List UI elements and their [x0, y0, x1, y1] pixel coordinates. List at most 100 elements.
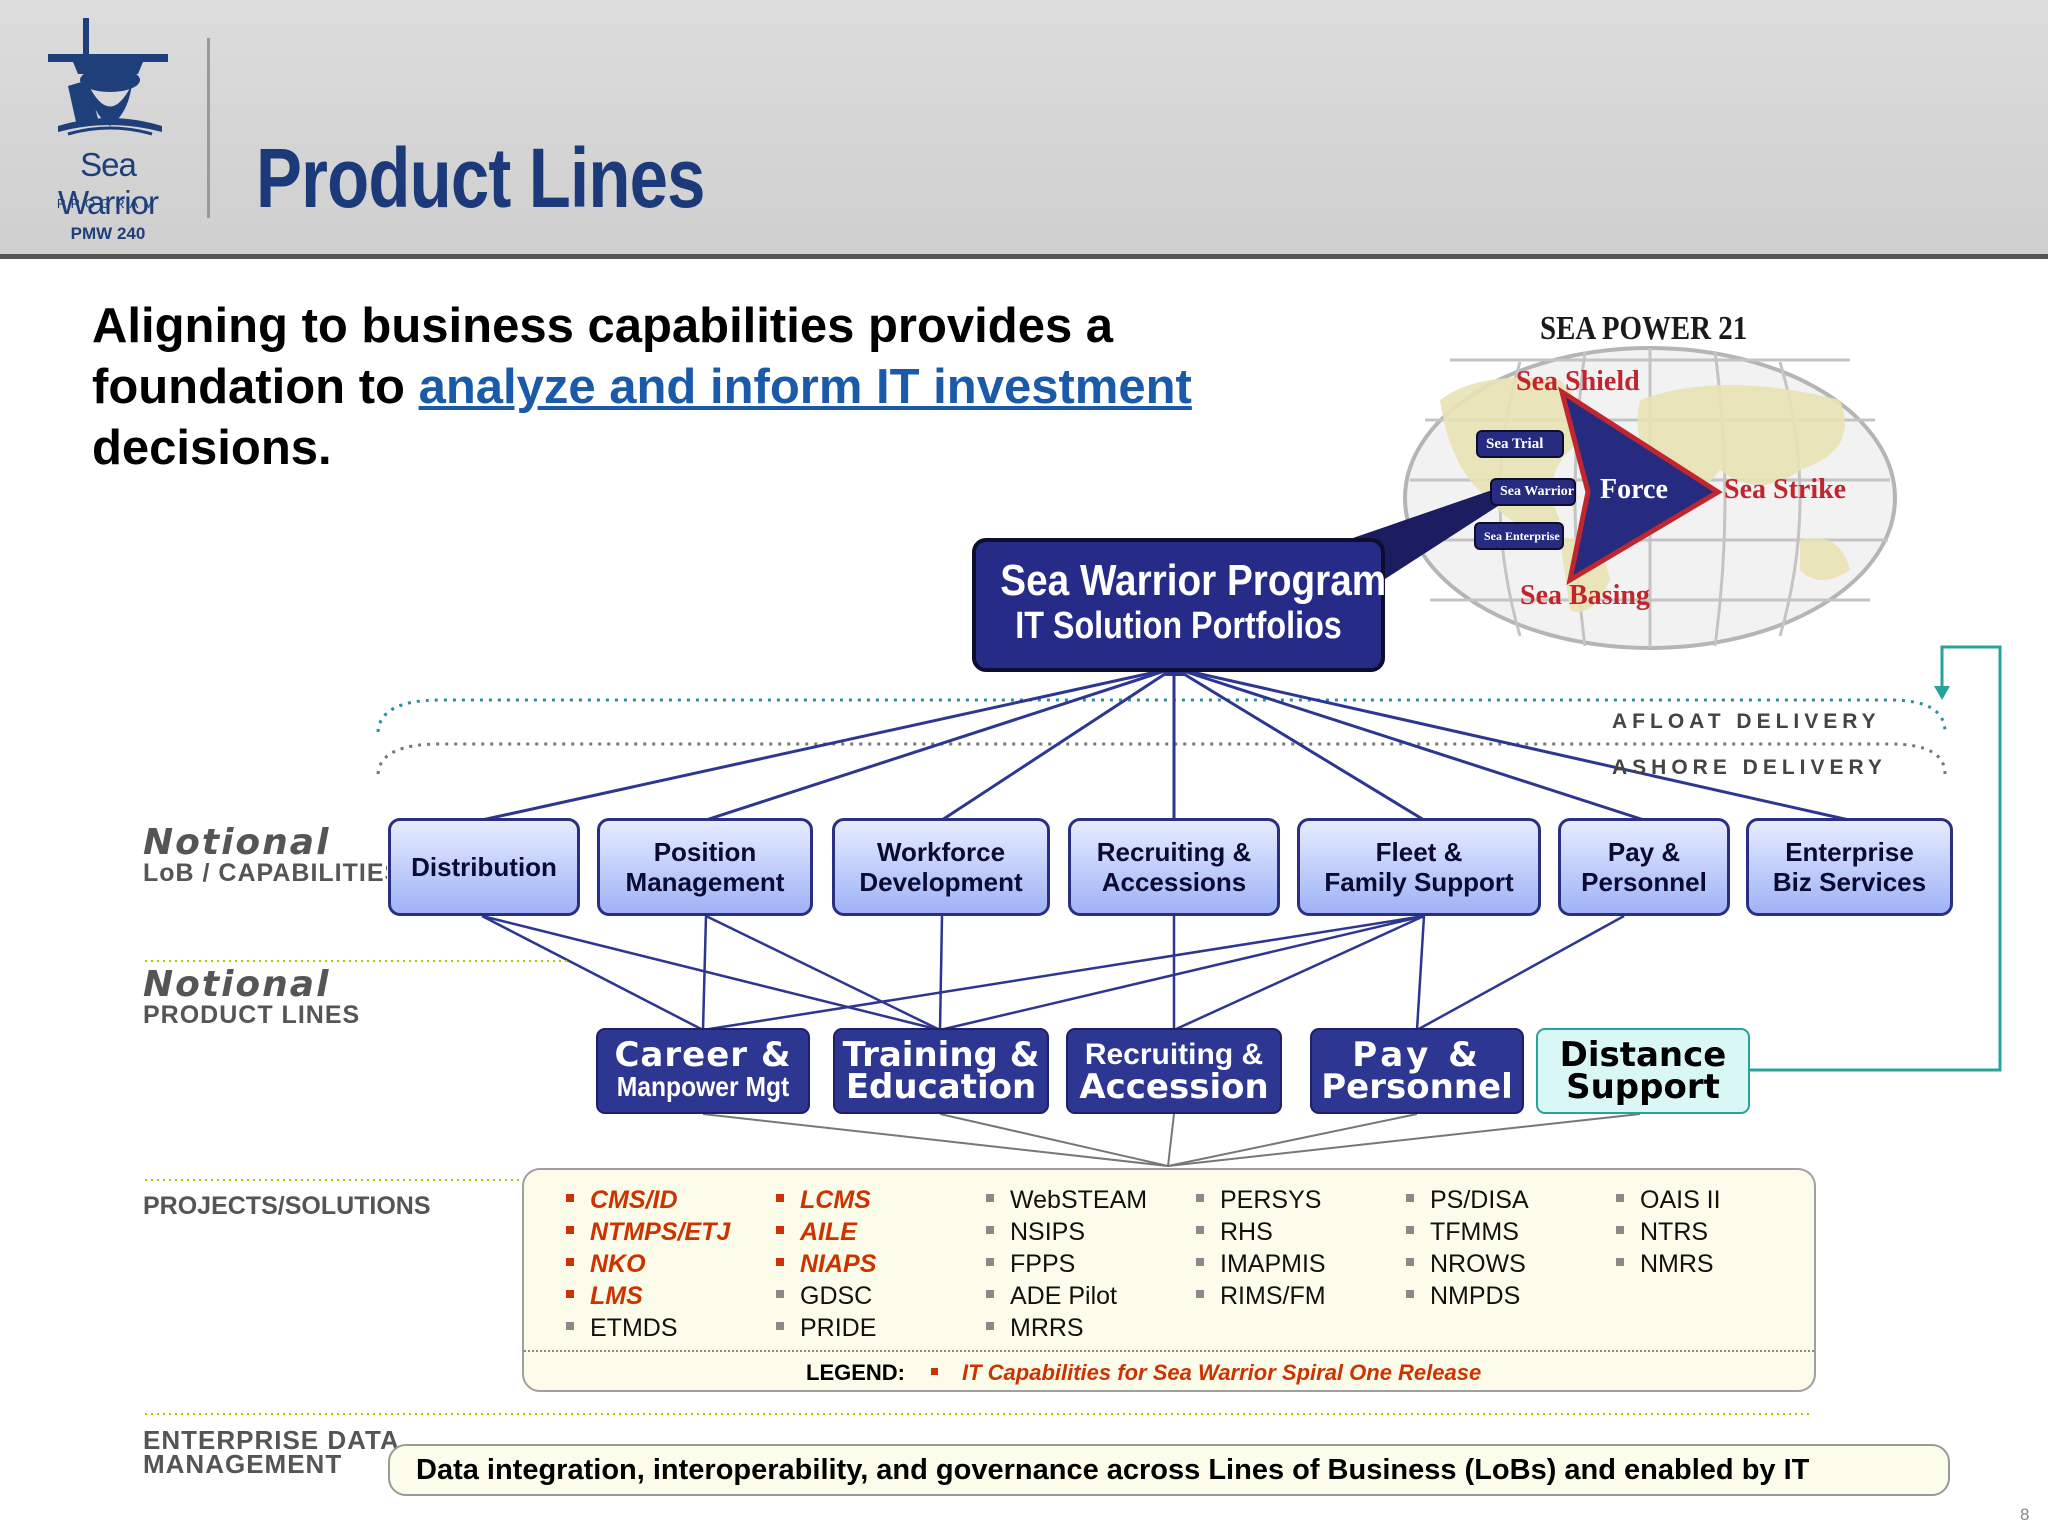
project-item: TFMMS [1406, 1216, 1529, 1248]
bullet-icon [1196, 1194, 1204, 1203]
project-name: PRIDE [800, 1314, 877, 1342]
project-item: LMS [566, 1280, 730, 1312]
pl-sub: PRODUCT LINES [143, 1001, 361, 1029]
project-item: FPPS [986, 1248, 1147, 1280]
bullet-icon [1196, 1226, 1204, 1235]
project-name: GDSC [800, 1282, 873, 1310]
bullet-icon [776, 1226, 784, 1235]
project-item: NROWS [1406, 1248, 1529, 1280]
force-label: Force [1600, 474, 1668, 505]
subtitle-link[interactable]: analyze and inform IT investment [418, 360, 1192, 414]
pl-notional: Notional [143, 964, 331, 1005]
sea-trial-pill: Sea Trial [1476, 430, 1564, 458]
bullet-icon [566, 1258, 574, 1267]
project-name: NMPDS [1430, 1282, 1521, 1310]
project-item: OAIS II [1616, 1184, 1721, 1216]
feedback-arrowhead [1934, 686, 1950, 700]
slide-title: Product Lines [256, 131, 705, 225]
capability-fleet-family-support: Fleet &Family Support [1297, 818, 1541, 916]
project-item: NIAPS [776, 1248, 876, 1280]
bullet-icon [776, 1194, 784, 1203]
product-lines-section-label: Notional PRODUCT LINES [143, 964, 360, 1030]
project-item: NTRS [1616, 1216, 1721, 1248]
project-name: AILE [800, 1218, 857, 1246]
sea-strike-label: Sea Strike [1724, 474, 1847, 505]
subtitle: Aligning to business capabilities provid… [92, 296, 1332, 479]
sea-basing-label: Sea Basing [1520, 580, 1650, 611]
project-item: NSIPS [986, 1216, 1147, 1248]
project-item: AILE [776, 1216, 876, 1248]
bullet-icon [566, 1194, 574, 1203]
project-item: NMRS [1616, 1248, 1721, 1280]
project-name: IMAPMIS [1220, 1250, 1326, 1278]
project-item: NTMPS/ETJ [566, 1216, 730, 1248]
bullet-icon [986, 1290, 994, 1299]
page-number: 8 [2020, 1505, 2030, 1524]
legend-bullet-icon [931, 1367, 938, 1375]
logo-code: PMW 240 [70, 224, 146, 243]
project-item: NKO [566, 1248, 730, 1280]
project-item: CMS/ID [566, 1184, 730, 1216]
product-line-pay-personnel: Pay &Personnel [1310, 1028, 1524, 1114]
legend-label: LEGEND: [806, 1360, 905, 1385]
bullet-icon [986, 1322, 994, 1331]
product-line-links [481, 914, 1625, 1032]
project-name: MRRS [1010, 1314, 1084, 1342]
capability-distribution: Distribution [388, 818, 580, 916]
project-name: ADE Pilot [1010, 1282, 1117, 1310]
product-line-career-manpower: Career &Manpower Mgt [596, 1028, 810, 1114]
portfolio-line1: Sea Warrior Program [1000, 556, 1387, 605]
project-item: ADE Pilot [986, 1280, 1147, 1312]
edm-line2: MANAGEMENT [143, 1449, 343, 1479]
edm-line1: ENTERPRISE DATA [143, 1425, 400, 1455]
project-name: NIAPS [800, 1250, 877, 1278]
project-name: LCMS [800, 1186, 871, 1214]
project-name: PERSYS [1220, 1186, 1322, 1214]
sea-warrior-pill: Sea Warrior [1490, 478, 1576, 506]
project-item: LCMS [776, 1184, 876, 1216]
bullet-icon [1406, 1290, 1414, 1299]
projects-column-2: LCMS AILE NIAPS GDSC PRIDE [776, 1184, 876, 1344]
project-name: TFMMS [1430, 1218, 1519, 1246]
project-name: NSIPS [1010, 1218, 1086, 1246]
project-item: RHS [1196, 1216, 1326, 1248]
bullet-icon [1406, 1226, 1414, 1235]
afloat-delivery-label: AFLOAT DELIVERY [1612, 710, 1881, 733]
bullet-icon [566, 1226, 574, 1235]
sea-warrior-logo: Sea Warrior PROGRAM PMW 240 [28, 14, 188, 243]
legend: LEGEND:IT Capabilities for Sea Warrior S… [806, 1360, 1481, 1386]
capability-links [481, 666, 1850, 822]
projects-section-label: PROJECTS/SOLUTIONS [143, 1192, 431, 1220]
project-name: FPPS [1010, 1250, 1076, 1278]
subtitle-part1: Aligning to business capabilities provid… [92, 299, 1114, 414]
bullet-icon [986, 1258, 994, 1267]
ashore-arc [376, 742, 1947, 775]
project-name: NMRS [1640, 1250, 1714, 1278]
project-item: ETMDS [566, 1312, 730, 1344]
project-name: NTMPS/ETJ [590, 1218, 731, 1246]
bullet-icon [1406, 1194, 1414, 1203]
project-name: RHS [1220, 1218, 1273, 1246]
bullet-icon [986, 1194, 994, 1203]
it-solution-portfolios-box: Sea Warrior Program IT Solution Portfoli… [972, 538, 1387, 672]
project-item: GDSC [776, 1280, 876, 1312]
feedback-arrow [1748, 645, 2002, 1072]
bullet-icon [566, 1322, 574, 1331]
bullet-icon [1616, 1226, 1624, 1235]
sea-power-title: SEA POWER 21 [1540, 310, 1748, 347]
project-links [702, 1113, 1641, 1167]
project-name: ETMDS [590, 1314, 678, 1342]
edm-section-label: ENTERPRISE DATA MANAGEMENT [143, 1425, 400, 1479]
bullet-icon [1616, 1258, 1624, 1267]
logo-program: PROGRAM [56, 196, 160, 211]
bullet-icon [986, 1226, 994, 1235]
